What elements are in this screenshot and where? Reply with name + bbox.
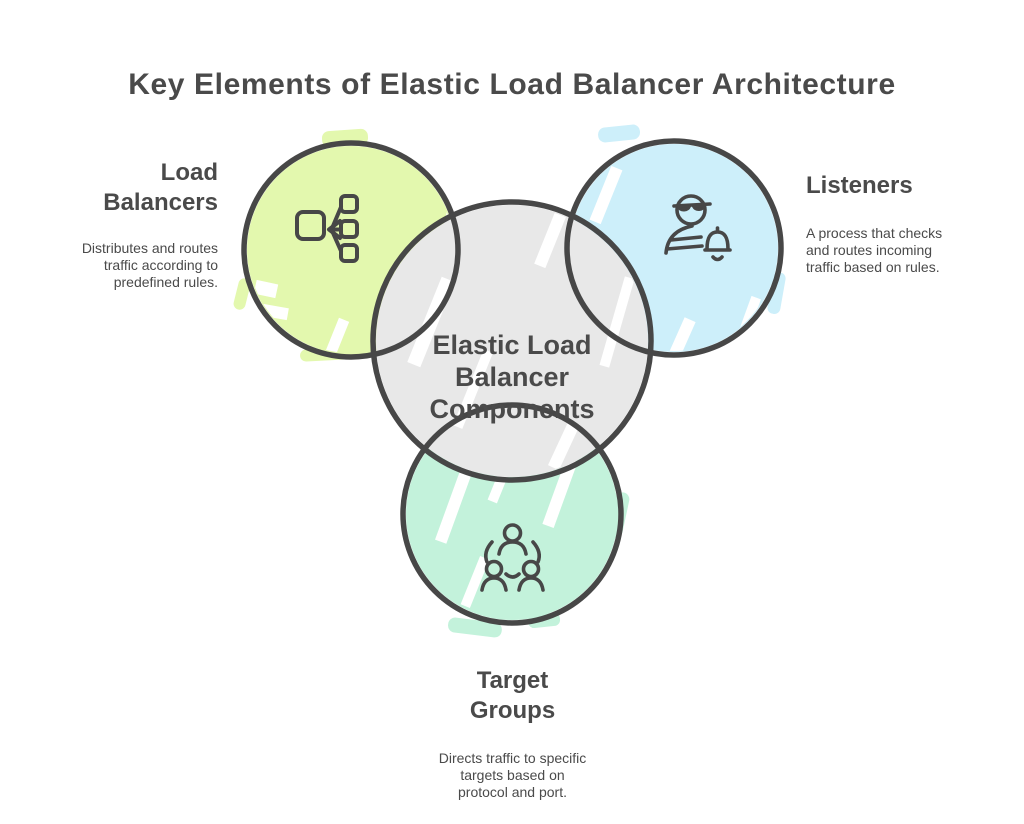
center-circle-label: Elastic Load Balancer Components [387,329,637,425]
title-line: Target [476,667,549,694]
target-groups-description: Directs traffic to specific targets base… [362,750,663,801]
desc-line: predefined rules. [113,274,218,290]
listener-user-bell-icon [664,194,732,262]
target-groups-label: Target Groups Directs traffic to specifi… [362,666,663,801]
title-line: Listeners [806,172,913,199]
load-balancers-label: Load Balancers Distributes and routes tr… [30,158,218,291]
load-balancers-description: Distributes and routes traffic according… [30,240,218,291]
sunglass-lens [677,205,691,212]
target-group-users-icon [480,523,545,592]
target-groups-circle [400,402,624,626]
circle-strokes [241,138,784,626]
sunglass-lens [692,205,706,211]
title-line: Load [160,159,218,186]
desc-line: traffic according to [103,257,218,273]
desc-line: Distributes and routes [81,240,218,256]
listeners-circle [564,138,784,358]
title-line: Groups [469,697,556,724]
desc-line: A process that checks [806,225,943,241]
load-balancers-circle [241,140,461,360]
listeners-label: Listeners A process that checks and rout… [806,171,1016,276]
center-circle [370,199,654,483]
page-title: Key Elements of Elastic Load Balancer Ar… [128,68,896,101]
load-balancer-distribution-icon [295,194,359,263]
listeners-description: A process that checks and routes incomin… [806,225,1016,276]
center-label-line: Components [429,394,595,424]
target-groups-title: Target Groups [362,666,663,726]
center-label-line: Balancer [454,362,570,392]
title-line: Balancers [103,189,218,216]
center-label-line: Elastic Load [432,330,592,360]
load-balancers-title: Load Balancers [30,158,218,218]
desc-line: traffic based on rules. [806,259,940,275]
desc-line: and routes incoming [806,242,933,258]
listeners-title: Listeners [806,171,1016,201]
desc-line: protocol and port. [458,784,567,800]
desc-line: targets based on [460,767,565,783]
desc-line: Directs traffic to specific [438,750,587,766]
